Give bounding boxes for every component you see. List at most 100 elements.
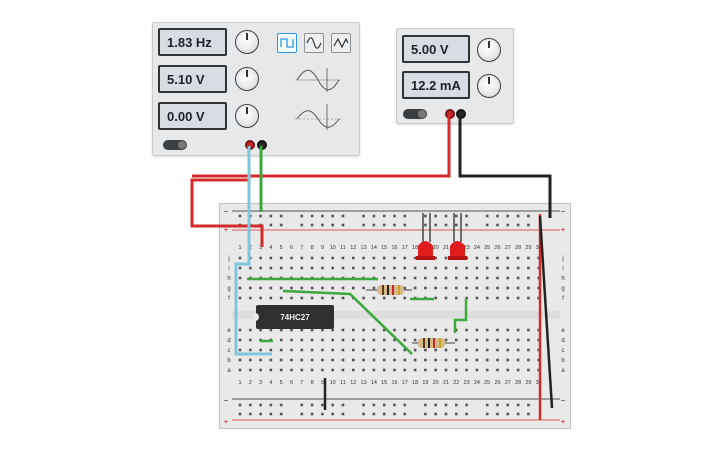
terminal-hole — [382, 256, 386, 260]
terminal-hole — [475, 368, 479, 372]
terminal-hole — [496, 368, 499, 372]
rail-hole — [455, 412, 458, 416]
resistor-2[interactable] — [412, 338, 455, 348]
wire-green-2[interactable] — [282, 289, 413, 355]
terminal-hole — [300, 338, 304, 342]
terminal-hole — [455, 328, 458, 332]
frequency-knob[interactable] — [235, 30, 259, 54]
rail-hole — [310, 214, 314, 218]
rail-hole — [527, 214, 530, 218]
terminal-hole — [279, 358, 283, 362]
rail-hole — [506, 412, 510, 416]
terminal-hole — [516, 296, 520, 300]
square-wave-button[interactable] — [277, 33, 297, 53]
terminal-hole — [290, 358, 293, 362]
terminal-hole — [352, 256, 355, 260]
terminal-hole — [413, 328, 417, 332]
terminal-hole — [413, 286, 417, 290]
led-1[interactable] — [416, 213, 435, 260]
power-toggle[interactable] — [403, 109, 427, 119]
power-toggle[interactable] — [163, 140, 187, 150]
rail-hole — [496, 412, 499, 416]
column-number: 26 — [494, 245, 500, 251]
terminal-hole — [310, 286, 314, 290]
resistor-1[interactable] — [366, 285, 412, 295]
row-letter: e — [227, 328, 231, 334]
terminal-hole — [362, 368, 365, 372]
terminal-hole — [506, 328, 510, 332]
terminal-hole — [321, 328, 324, 332]
terminal-hole — [516, 256, 520, 260]
terminal-hole — [362, 256, 365, 260]
terminal-hole — [321, 338, 324, 342]
terminal-hole — [249, 296, 252, 300]
wire-black-rail[interactable] — [538, 215, 554, 409]
wire-blue[interactable] — [234, 146, 272, 356]
terminal-hole — [290, 266, 293, 270]
ic-chip[interactable]: 74HC27 — [253, 305, 334, 329]
terminal-hole — [249, 348, 252, 352]
terminal-hole — [310, 296, 314, 300]
terminal-hole — [413, 256, 417, 260]
rail-hole — [362, 403, 365, 407]
terminal-hole — [516, 328, 520, 332]
rail-hole — [269, 214, 273, 218]
sine-wave-icon — [306, 37, 322, 49]
terminal-hole — [310, 266, 314, 270]
rail-hole — [331, 403, 334, 407]
sine-wave-button[interactable] — [304, 33, 324, 53]
wire-red-fg[interactable] — [190, 146, 264, 247]
column-number: 7 — [300, 245, 303, 251]
rail-hole — [527, 403, 530, 407]
rail-hole — [403, 403, 407, 407]
terminal-hole — [382, 266, 386, 270]
terminal-hole — [475, 328, 479, 332]
terminal-hole — [465, 358, 468, 362]
row-letter: f — [562, 296, 564, 302]
terminal-hole — [455, 368, 458, 372]
triangle-wave-button[interactable] — [331, 33, 351, 53]
rail-hole — [516, 223, 520, 227]
rail-hole — [341, 412, 345, 416]
column-number: 12 — [350, 245, 356, 251]
wire-green-4[interactable] — [453, 299, 468, 333]
terminal-hole — [455, 338, 458, 342]
terminal-hole — [249, 338, 252, 342]
terminal-hole — [352, 358, 355, 362]
voltage-knob[interactable] — [477, 38, 501, 62]
rail-hole — [331, 412, 334, 416]
rail-hole — [434, 223, 437, 227]
terminal-hole — [403, 368, 407, 372]
terminal-hole — [496, 358, 499, 362]
terminal-hole — [321, 358, 324, 362]
column-number: 13 — [361, 380, 367, 386]
current-knob[interactable] — [477, 74, 501, 98]
terminal-hole — [259, 358, 262, 362]
terminal-hole — [444, 276, 448, 280]
rail-hole — [506, 214, 510, 218]
terminal-hole — [465, 328, 468, 332]
terminal-hole — [485, 338, 489, 342]
terminal-hole — [413, 358, 417, 362]
column-number: 14 — [371, 245, 377, 251]
terminal-hole — [372, 296, 376, 300]
amplitude-knob[interactable] — [235, 67, 259, 91]
wire-red-ps[interactable] — [192, 114, 451, 178]
amplitude-display: 5.10 V — [158, 65, 227, 93]
terminal-hole — [269, 348, 273, 352]
terminal-hole — [341, 286, 345, 290]
terminal-hole — [372, 286, 376, 290]
terminal-hole — [269, 296, 273, 300]
terminal-hole — [485, 276, 489, 280]
rail-symbol: + — [224, 225, 229, 234]
terminal-hole — [259, 266, 262, 270]
terminal-hole — [290, 286, 293, 290]
dc-offset-knob[interactable] — [235, 104, 259, 128]
terminal-hole — [290, 338, 293, 342]
led-2[interactable] — [448, 213, 467, 260]
terminal-hole — [362, 338, 365, 342]
column-number: 8 — [311, 245, 314, 251]
column-number: 24 — [474, 245, 480, 251]
wire-black-ps[interactable] — [458, 114, 552, 218]
